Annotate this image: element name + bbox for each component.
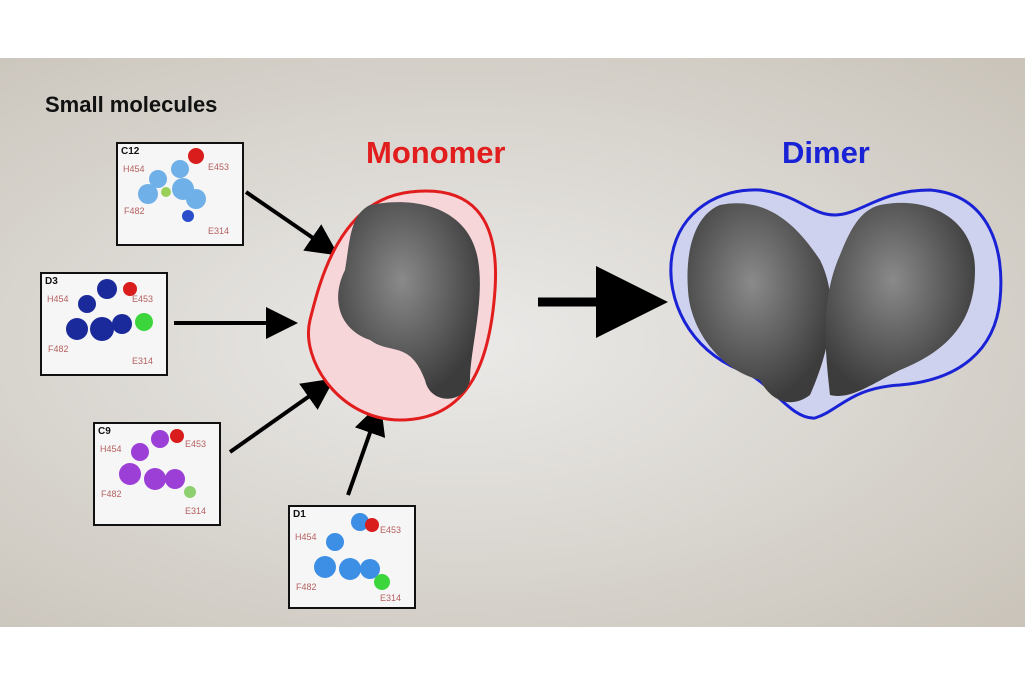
residue-label: E453 [380, 525, 402, 535]
dimer-protein-left [687, 203, 831, 403]
molecule-code: D1 [293, 509, 306, 520]
molecule-spheres [119, 429, 196, 498]
residue-label: E314 [208, 226, 230, 236]
residue-label: F482 [124, 206, 145, 216]
residue-label: H454 [100, 444, 122, 454]
molecule-code: D3 [45, 276, 58, 287]
monomer-protein [338, 202, 480, 399]
arrow-c12 [244, 190, 339, 256]
monomer-label: Monomer [366, 135, 506, 170]
molecule-spheres [66, 279, 153, 341]
molecule-code: C9 [98, 426, 111, 437]
residue-label: E453 [185, 439, 207, 449]
residue-label: E314 [185, 506, 207, 516]
residue-label: E453 [132, 294, 154, 304]
residue-label: H454 [47, 294, 69, 304]
molecule-panel-c12: C12 H454 E453 F482 E314 [116, 142, 244, 246]
arrow-d1 [346, 402, 386, 496]
residue-label: E314 [380, 593, 402, 603]
residue-label: F482 [101, 489, 122, 499]
small-molecules-heading: Small molecules [45, 92, 218, 117]
molecule-panel-c9: C9 H454 E453 F482 E314 [93, 422, 221, 526]
arrow-c9 [228, 378, 335, 454]
dimer-label: Dimer [782, 135, 870, 170]
residue-label: F482 [296, 582, 317, 592]
residue-label: F482 [48, 344, 69, 354]
residue-label: E453 [208, 162, 230, 172]
residue-label: E314 [132, 356, 154, 366]
residue-label: H454 [295, 532, 317, 542]
molecule-code: C12 [121, 146, 140, 157]
molecule-panel-d1: D1 H454 E453 F482 E314 [288, 505, 416, 609]
molecule-spheres [138, 148, 206, 222]
molecule-spheres [314, 513, 390, 590]
dimer-protein-right [825, 202, 975, 396]
molecule-panel-d3: D3 H454 E453 F482 E314 [40, 272, 168, 376]
residue-label: H454 [123, 164, 145, 174]
